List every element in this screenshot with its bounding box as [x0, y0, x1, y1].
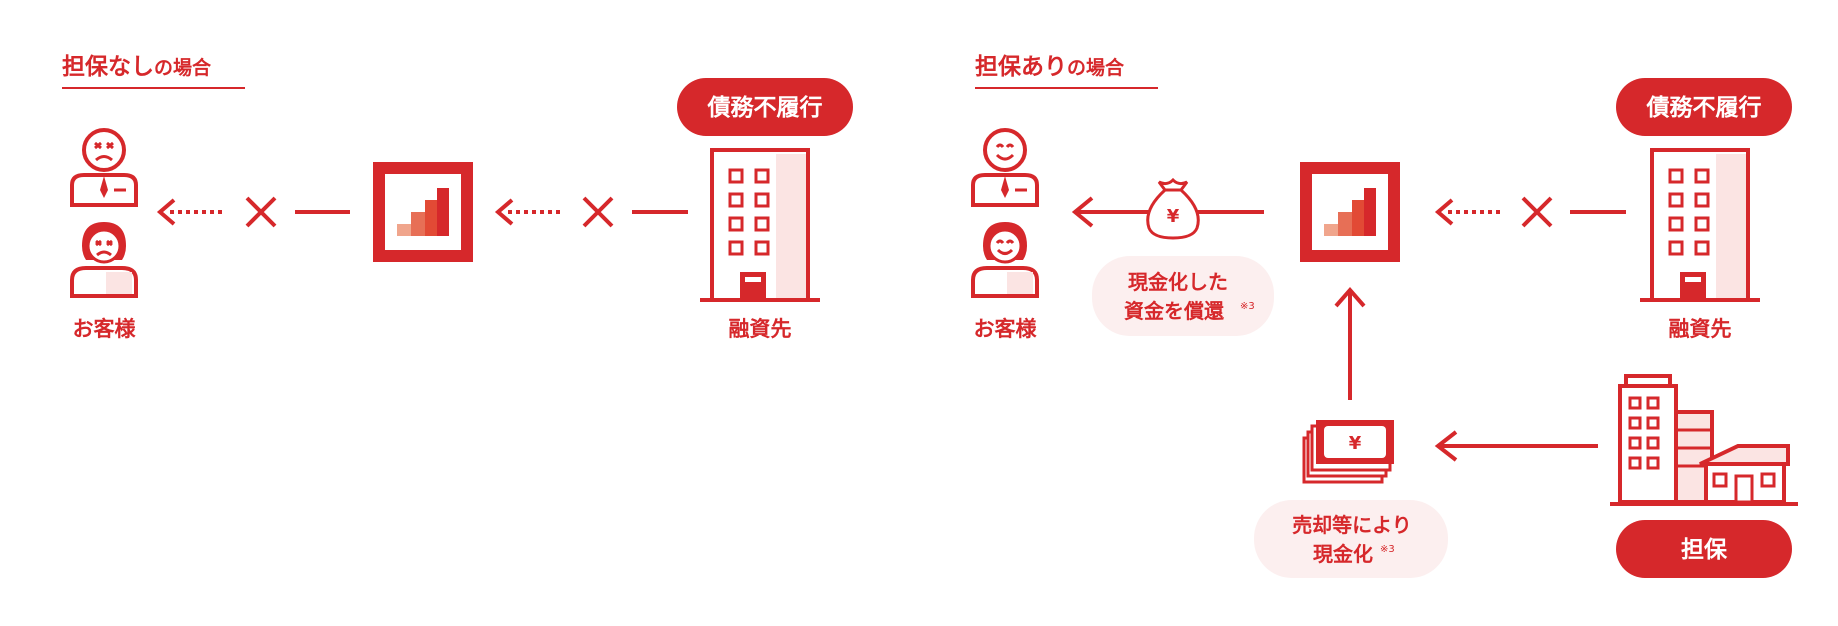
right-default-badge: 債務不履行: [1616, 78, 1792, 136]
collateral-badge-text: 担保: [1681, 536, 1728, 563]
cross-icon: [1521, 196, 1553, 228]
collateral-badge: 担保: [1616, 520, 1792, 578]
sale-note-line1: 売却等により: [1292, 513, 1412, 537]
office-building-icon: [700, 148, 820, 302]
yen-banknotes-icon: ¥: [1302, 420, 1394, 484]
repay-note-line1: 現金化した: [1128, 270, 1228, 294]
fund-chart-icon: [1300, 162, 1400, 262]
cross-icon: [582, 196, 614, 228]
left-title: 担保なしの場合: [62, 53, 212, 80]
left-default-badge-text: 債務不履行: [707, 94, 823, 121]
customer-sad-man-icon: [70, 128, 138, 207]
repay-note: 現金化した 資金を償還 ※3: [1092, 256, 1274, 336]
yen-money-bag-icon: ¥: [1146, 177, 1200, 240]
customer-sad-woman-icon: [70, 222, 138, 298]
right-title-sub: の場合: [1067, 56, 1125, 79]
real-estate-icon: [1610, 374, 1798, 506]
fund-chart-icon: [373, 162, 473, 262]
money-bag-yen: ¥: [1167, 206, 1180, 227]
cash-to-fund-arrow: [1334, 286, 1366, 400]
left-title-main: 担保なし: [62, 53, 154, 80]
sale-note: 売却等により 現金化 ※3: [1254, 500, 1448, 578]
arrow-head-icon: [494, 198, 514, 226]
right-default-badge-text: 債務不履行: [1646, 94, 1762, 121]
left-panel: 担保なしの場合 お客様: [62, 53, 853, 341]
left-flow-fund-to-customers: [156, 198, 222, 226]
right-customers-label: お客様: [974, 317, 1038, 341]
sale-note-mark: ※3: [1380, 544, 1395, 555]
cross-icon: [245, 196, 277, 228]
arrow-head-icon: [156, 198, 176, 226]
right-panel: 担保ありの場合 お客様 ¥: [971, 53, 1798, 578]
customer-happy-woman-icon: [971, 222, 1039, 298]
repay-note-mark: ※3: [1240, 301, 1255, 312]
customer-happy-man-icon: [971, 128, 1039, 207]
right-title-main: 担保あり: [975, 53, 1067, 80]
right-flow-borrower-to-fund: [1434, 198, 1500, 226]
left-borrower-label: 融資先: [729, 317, 792, 341]
repay-note-line2: 資金を償還: [1124, 299, 1225, 323]
left-default-badge: 債務不履行: [677, 78, 853, 136]
arrow-head-icon: [1434, 430, 1458, 462]
collateral-to-cash-arrow: [1434, 430, 1598, 462]
right-borrower-label: 融資先: [1669, 317, 1732, 341]
arrow-head-icon: [1071, 196, 1094, 228]
sale-note-line2: 現金化: [1313, 542, 1373, 566]
arrow-head-icon: [1434, 198, 1454, 226]
banknote-yen: ¥: [1349, 433, 1362, 454]
arrow-head-icon: [1334, 286, 1366, 308]
right-title: 担保ありの場合: [975, 53, 1125, 80]
left-flow-borrower-to-fund: [494, 198, 560, 226]
left-title-sub: の場合: [154, 56, 212, 79]
left-customers-label: お客様: [73, 317, 137, 341]
office-building-icon: [1640, 148, 1760, 302]
